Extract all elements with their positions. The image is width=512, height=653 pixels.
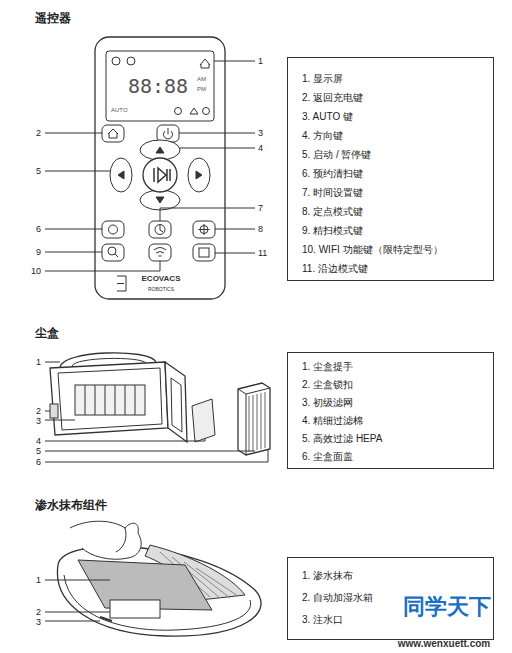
button-icon (199, 224, 210, 235)
wifi-button (149, 244, 171, 261)
parts-list-item: 6. 尘盒面盖 (302, 448, 485, 466)
clock-button (149, 221, 171, 238)
parts-list-item: 1. 显示屏 (302, 69, 485, 88)
power-button (157, 125, 179, 142)
parts-list-item: 11. 沿边模式键 (302, 259, 485, 278)
button-icon (200, 226, 208, 234)
callout-number: 3 (258, 128, 263, 139)
parts-list-box: 1. 尘盒提手2. 尘盒锁扣3. 初级滤网4. 精细过滤棉5. 高效过滤 HEP… (287, 352, 494, 469)
hepa-filter (238, 383, 270, 455)
callout-number: 1 (258, 56, 263, 67)
wifi-icon (154, 248, 166, 257)
parts-list-item: 1. 尘盒提手 (302, 358, 485, 376)
callout-number: 4 (258, 143, 263, 154)
remote-body (95, 37, 225, 299)
mop-plate (57, 545, 261, 636)
brand-text: ECOVACS (142, 274, 181, 284)
leader-line (45, 362, 268, 462)
button-icon (109, 225, 118, 234)
parts-list-item: 3. AUTO 键 (302, 107, 485, 126)
home-button (102, 125, 124, 142)
parts-list-item: 4. 方向键 (302, 126, 485, 145)
start-pause-button (143, 158, 177, 192)
display-icon (175, 108, 182, 115)
section-title: 遥控器 (35, 11, 71, 25)
display-text: AM (197, 76, 206, 83)
brand-text: ROBOTICS (148, 286, 174, 292)
section-title: 渗水抹布组件 (35, 498, 107, 512)
callout-number: 1 (36, 357, 41, 368)
callout-number: 7 (258, 203, 263, 214)
display-text: PM (197, 86, 206, 93)
watermark: www.wenxuett.com (398, 638, 490, 650)
parts-list-item: 10. WIFI 功能键（限特定型号） (302, 240, 485, 259)
callout-number: 2 (36, 607, 41, 618)
leader-line (45, 580, 110, 621)
up-button (140, 140, 180, 160)
arrow-icon (118, 171, 124, 179)
hand (70, 521, 141, 559)
callout-number: 1 (36, 575, 41, 586)
spot-button (193, 221, 215, 238)
parts-list-box: 1. 显示屏2. 返回充电键3. AUTO 键4. 方向键5. 启动 / 暂停键… (287, 57, 494, 281)
display-screen (106, 51, 214, 121)
display-icon (203, 108, 210, 115)
display-icon (190, 108, 198, 114)
parts-list-item: 9. 精扫模式键 (302, 221, 485, 240)
deep-clean-button (102, 244, 124, 261)
home-icon (108, 129, 118, 138)
callout-number: 2 (36, 406, 41, 417)
display-text: AUTO (111, 107, 128, 114)
parts-list-item: 2. 尘盒锁扣 (302, 376, 485, 394)
arrow-icon (196, 171, 202, 179)
callout-number: 6 (36, 457, 41, 468)
filter-sheet (192, 399, 215, 442)
parts-list-item: 5. 高效过滤 HEPA (302, 430, 485, 448)
display-icon (127, 57, 135, 65)
edge-button (193, 244, 215, 261)
callout-number: 4 (36, 436, 41, 447)
parts-list-item: 1. 渗水抹布 (302, 565, 485, 587)
dust-box (50, 353, 187, 442)
right-button (188, 158, 210, 192)
watermark: 同学天下 (403, 594, 491, 620)
arrow-icon (156, 197, 164, 203)
parts-list-item: 2. 返回充电键 (302, 88, 485, 107)
arrow-icon (156, 147, 164, 153)
callout-number: 3 (36, 617, 41, 628)
down-button (140, 190, 180, 210)
section-title: 尘盒 (35, 326, 59, 340)
callout-number: 9 (36, 247, 41, 258)
button-icon (108, 247, 116, 255)
display-icon (200, 59, 210, 68)
callout-number: 10 (31, 266, 41, 277)
parts-list-item: 3. 初级滤网 (302, 394, 485, 412)
parts-list-item: 4. 精细过滤棉 (302, 412, 485, 430)
leader-line (45, 61, 255, 271)
button-icon (155, 225, 165, 235)
button-icon (199, 248, 209, 257)
play-pause-icon (154, 168, 170, 182)
parts-list-item: 7. 时间设置键 (302, 183, 485, 202)
callout-number: 8 (258, 224, 263, 235)
callout-number: 11 (258, 248, 267, 259)
callout-number: 5 (36, 166, 41, 177)
brand-mark (117, 276, 126, 291)
parts-list-item: 5. 启动 / 暂停键 (302, 145, 485, 164)
display-text: 88:88 (128, 74, 188, 98)
callout-number: 6 (36, 224, 41, 235)
display-icon (112, 57, 120, 65)
button-icon (160, 225, 163, 232)
parts-list-item: 6. 预约清扫键 (302, 164, 485, 183)
parts-list-item: 8. 定点模式键 (302, 202, 485, 221)
power-icon (164, 128, 173, 139)
callout-number: 3 (36, 416, 41, 427)
callout-number: 5 (36, 446, 41, 457)
callout-number: 2 (36, 128, 41, 139)
schedule-button (102, 221, 124, 238)
left-button (110, 158, 132, 192)
button-icon (115, 254, 118, 257)
